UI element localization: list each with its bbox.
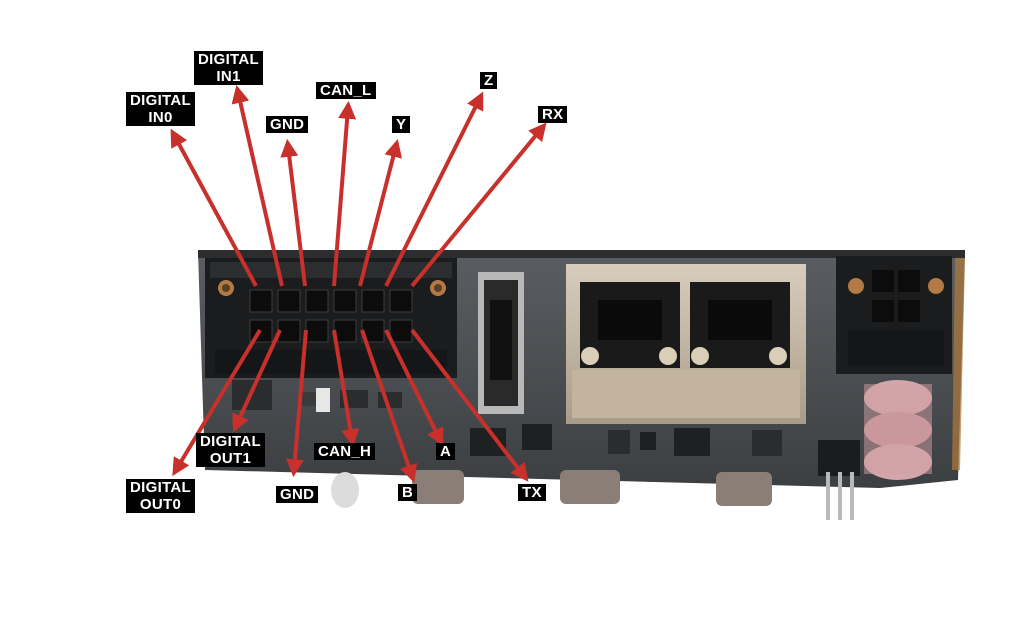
label-tx: TX (518, 484, 546, 501)
label-digital-in0: DIGITAL IN0 (126, 92, 195, 126)
arrow-digital-out0 (172, 328, 262, 477)
label-gnd-top: GND (266, 116, 309, 133)
arrow-a (384, 329, 444, 447)
arrow-digital-out1 (232, 329, 282, 433)
label-can-l: CAN_L (316, 82, 376, 99)
label-digital-out1: DIGITAL OUT1 (196, 433, 265, 467)
label-gnd-bottom: GND (276, 486, 319, 503)
power-connector (836, 256, 952, 374)
arrow-rx (410, 122, 547, 288)
label-digital-in1: DIGITAL IN1 (194, 51, 263, 85)
arrow-gnd-top (280, 138, 307, 287)
label-digital-out0: DIGITAL OUT0 (126, 479, 195, 513)
label-rx: RX (538, 106, 568, 123)
arrow-can-l (332, 100, 357, 287)
arrow-y (358, 139, 403, 287)
arrow-z (384, 91, 484, 287)
usb-connector (478, 272, 524, 414)
arrow-b (360, 329, 418, 483)
arrow-tx (410, 328, 529, 482)
label-b: B (398, 484, 418, 501)
arrow-gnd-bottom (285, 329, 308, 478)
arrow-digital-in1 (231, 84, 284, 287)
label-y: Y (392, 116, 411, 133)
pin-arrows (170, 84, 547, 483)
label-z: Z (480, 72, 498, 89)
arrow-digital-in0 (170, 128, 258, 287)
label-can-h: CAN_H (314, 443, 376, 460)
arrow-can-h (332, 329, 360, 448)
terminal-block-connector (205, 258, 457, 378)
dual-rj45-connector (566, 264, 806, 424)
label-a: A (436, 443, 456, 460)
